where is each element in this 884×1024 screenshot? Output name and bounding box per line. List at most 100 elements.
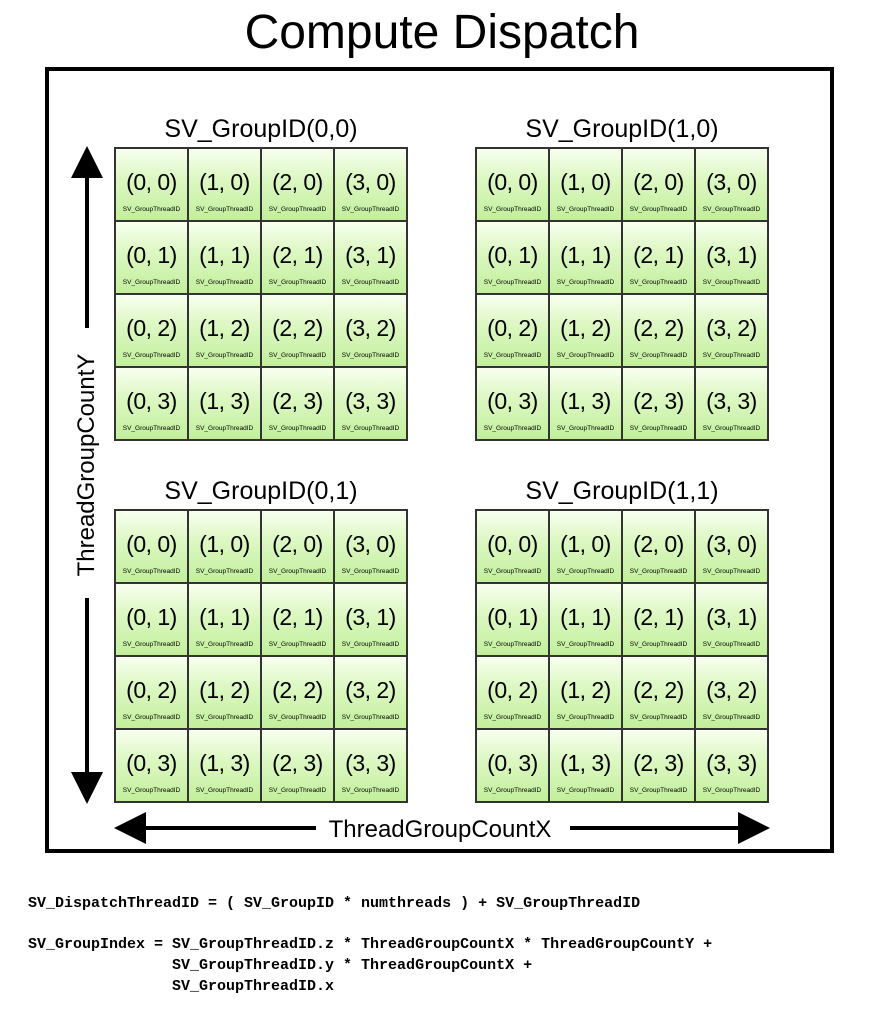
thread-coord: (2, 1) [633,242,684,268]
thread-cell-sublabel: SV_GroupThreadID [195,206,254,213]
thread-cell: (3, 3) SV_GroupThreadID [695,729,768,802]
thread-cell-sublabel: SV_GroupThreadID [702,279,761,286]
thread-cell-sublabel: SV_GroupThreadID [702,352,761,359]
thread-coord: (1, 0) [199,531,250,557]
thread-cell: (1, 0)SV_GroupThreadID [188,510,261,583]
thread-cell: (1, 2)SV_GroupThreadID [188,294,261,367]
thread-cell: (2, 0) SV_GroupThreadID [261,148,334,221]
thread-coord: (1, 3) [199,388,250,414]
thread-cell-sublabel: SV_GroupThreadID [629,425,688,432]
thread-coord: (0, 3) [126,388,177,414]
thread-cell: (3, 3)SV_GroupThreadID [334,729,407,802]
thread-group-grid: (0, 0)SV_GroupThreadID(1, 0)SV_GroupThre… [114,147,408,441]
thread-cell-sublabel: SV_GroupThreadID [122,425,181,432]
thread-cell-sublabel: SV_GroupThreadID [268,425,327,432]
thread-cell-sublabel: SV_GroupThreadID [268,279,327,286]
thread-cell-sublabel: SV_GroupThreadID [556,279,615,286]
group-label-0-1: SV_GroupID(0,1) [164,477,358,505]
thread-cell-sublabel: SV_GroupThreadID [629,568,688,575]
thread-cell: (3, 1)SV_GroupThreadID [334,221,407,294]
thread-cell: (1, 2)SV_GroupThreadID [549,656,622,729]
thread-cell-sublabel: SV_GroupThreadID [556,787,615,794]
thread-cell-sublabel: SV_GroupThreadID [556,641,615,648]
thread-cell: (1, 1) SV_GroupThreadID [549,221,622,294]
thread-cell: (3, 0) SV_GroupThreadID [695,510,768,583]
thread-coord: (3, 2) [706,315,757,341]
thread-cell-sublabel: SV_GroupThreadID [483,641,542,648]
thread-cell: (0, 2) SV_GroupThreadID [476,294,549,367]
thread-cell-sublabel: SV_GroupThreadID [483,352,542,359]
thread-cell-sublabel: SV_GroupThreadID [122,279,181,286]
thread-cell-sublabel: SV_GroupThreadID [268,352,327,359]
thread-cell-sublabel: SV_GroupThreadID [629,641,688,648]
thread-cell: (2, 2) SV_GroupThreadID [622,656,695,729]
thread-cell-sublabel: SV_GroupThreadID [122,787,181,794]
thread-coord: (1, 1) [560,242,611,268]
thread-cell-sublabel: SV_GroupThreadID [556,425,615,432]
thread-cell: (3, 1) SV_GroupThreadID [695,221,768,294]
thread-coord: (3, 3) [706,750,757,776]
thread-cell: (2, 0)SV_GroupThreadID [261,510,334,583]
thread-cell-sublabel: SV_GroupThreadID [341,352,400,359]
thread-cell: (2, 1)SV_GroupThreadID [622,221,695,294]
thread-coord: (0, 2) [487,677,538,703]
thread-cell-sublabel: SV_GroupThreadID [702,787,761,794]
thread-coord: (0, 1) [487,604,538,630]
thread-cell: (0, 0)SV_GroupThreadID [115,510,188,583]
thread-coord: (3, 1) [706,242,757,268]
thread-coord: (2, 3) [633,388,684,414]
thread-coord: (1, 2) [560,677,611,703]
thread-coord: (3, 0) [706,531,757,557]
thread-coord: (0, 1) [126,242,177,268]
thread-cell: (2, 1)SV_GroupThreadID [261,583,334,656]
thread-cell-sublabel: SV_GroupThreadID [341,279,400,286]
thread-cell-sublabel: SV_GroupThreadID [629,787,688,794]
thread-coord: (1, 2) [560,315,611,341]
arrow-right-icon [738,812,770,844]
thread-coord: (0, 2) [126,315,177,341]
thread-cell-sublabel: SV_GroupThreadID [268,206,327,213]
thread-coord: (2, 2) [633,677,684,703]
thread-cell-sublabel: SV_GroupThreadID [483,279,542,286]
thread-cell-sublabel: SV_GroupThreadID [702,425,761,432]
thread-coord: (1, 0) [199,169,250,195]
thread-cell-sublabel: SV_GroupThreadID [629,714,688,721]
thread-cell-sublabel: SV_GroupThreadID [702,568,761,575]
dispatch-frame [45,67,834,853]
thread-cell-sublabel: SV_GroupThreadID [195,787,254,794]
thread-coord: (2, 3) [633,750,684,776]
thread-cell: (1, 0)SV_GroupThreadID [549,510,622,583]
thread-cell-sublabel: SV_GroupThreadID [341,425,400,432]
thread-coord: (3, 2) [706,677,757,703]
thread-cell: (0, 1) SV_GroupThreadID [476,221,549,294]
group-label-0-0: SV_GroupID(0,0) [164,115,358,143]
thread-cell-sublabel: SV_GroupThreadID [341,714,400,721]
thread-coord: (2, 3) [272,750,323,776]
thread-cell-sublabel: SV_GroupThreadID [195,352,254,359]
thread-cell-sublabel: SV_GroupThreadID [483,425,542,432]
thread-coord: (1, 1) [199,604,250,630]
thread-cell: (3, 0)SV_GroupThreadID [334,148,407,221]
thread-coord: (2, 2) [272,677,323,703]
thread-cell: (1, 2)SV_GroupThreadID [188,656,261,729]
thread-coord: (1, 0) [560,169,611,195]
thread-group-grid: (0, 0)SV_GroupThreadID(1, 0)SV_GroupThre… [475,509,769,803]
arrow-left-icon [114,812,146,844]
thread-coord: (1, 3) [560,388,611,414]
thread-cell: (0, 2)SV_GroupThreadID [115,656,188,729]
thread-cell-sublabel: SV_GroupThreadID [268,641,327,648]
thread-coord: (2, 0) [272,169,323,195]
thread-cell: (2, 2)SV_GroupThreadID [261,656,334,729]
thread-coord: (0, 2) [487,315,538,341]
thread-cell-sublabel: SV_GroupThreadID [702,641,761,648]
thread-coord: (0, 1) [487,242,538,268]
group-label-1-0: SV_GroupID(1,0) [525,115,719,143]
thread-cell: (3, 1)SV_GroupThreadID [334,583,407,656]
thread-cell: (3, 3)SV_GroupThreadID [334,367,407,440]
thread-cell: (0, 3)SV_GroupThreadID [476,367,549,440]
thread-cell-sublabel: SV_GroupThreadID [122,206,181,213]
thread-cell-sublabel: SV_GroupThreadID [195,279,254,286]
thread-cell-sublabel: SV_GroupThreadID [702,714,761,721]
thread-cell: (2, 1)SV_GroupThreadID [622,583,695,656]
thread-cell: (0, 2)SV_GroupThreadID [476,656,549,729]
